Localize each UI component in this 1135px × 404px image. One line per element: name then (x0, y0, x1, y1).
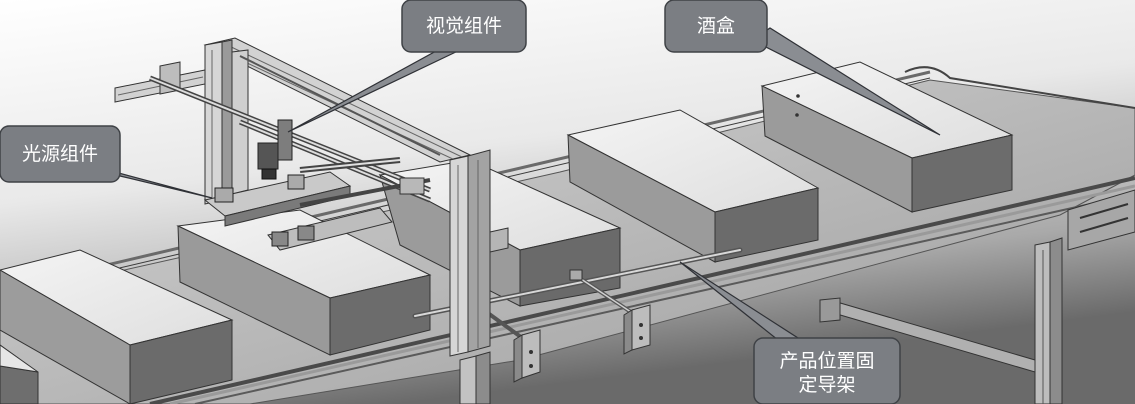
light-source-assembly (203, 171, 431, 251)
conveyor-legs (459, 237, 1063, 404)
callout-wine-box: 酒盒 (696, 15, 735, 37)
callout-box-wine-box (664, 0, 768, 53)
callout-guide-rack-line1: 产品位置固 (779, 350, 875, 372)
conveyor-end-roller (904, 66, 1135, 109)
product-boxes (0, 61, 1014, 404)
wine-box (760, 61, 1014, 213)
callout-box-vision-assembly (401, 0, 527, 53)
product-box (0, 249, 234, 404)
product-box (0, 344, 39, 404)
camera-assembly (257, 119, 401, 180)
callout-light-source-assembly: 光源组件 (21, 143, 98, 165)
callout-boxes (0, 0, 901, 404)
callout-box-light-source (0, 125, 121, 183)
callout-vision-assembly: 视觉组件 (425, 15, 502, 37)
product-box (566, 109, 820, 263)
callout-box-guide-rack (753, 337, 901, 404)
callout-leaders (99, 27, 941, 341)
conveyor-rail-front (149, 176, 1135, 404)
conveyor-end-bracket (1067, 189, 1135, 251)
product-box (176, 209, 432, 356)
callout-guide-rack-line2: 定导架 (798, 374, 856, 396)
